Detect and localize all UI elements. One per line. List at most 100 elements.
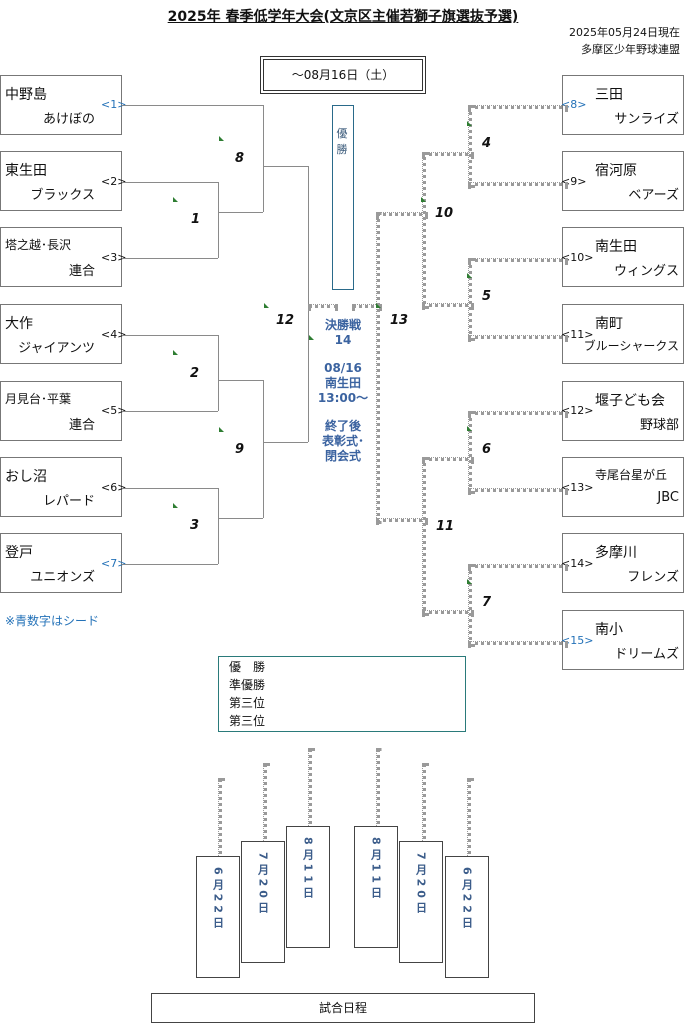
bracket-line	[263, 442, 308, 443]
bracket-line	[376, 212, 428, 216]
bracket-line	[218, 518, 263, 519]
tournament-end-date: ～08月16日（土）	[263, 59, 423, 91]
game-number-2: 2	[190, 366, 200, 381]
team-name: 登戸	[5, 545, 33, 561]
seed-number: <5>	[101, 404, 127, 417]
flag-icon	[219, 427, 224, 432]
result-runner-up: 準優勝	[229, 678, 266, 692]
team-suffix: ジャイアンツ	[18, 341, 95, 356]
as-of-date: 2025年05月24日現在	[569, 26, 680, 39]
seed-number: <4>	[101, 328, 127, 341]
final-venue: 南生田	[324, 376, 361, 390]
flag-icon	[309, 335, 314, 340]
team-box-2: 東生田 ブラックス	[0, 151, 122, 211]
team-box-9: 宿河原 ベアーズ	[562, 151, 684, 211]
game-number-11: 11	[436, 519, 455, 534]
result-winner: 優 勝	[229, 660, 266, 674]
flag-icon	[376, 303, 381, 308]
game-number-12: 12	[276, 313, 295, 328]
team-box-6: おし沼 レパード	[0, 457, 122, 517]
final-info: 決勝戦 14 08/16 南生田 13:00～ 終了後 表彰式･ 閉会式	[300, 318, 386, 464]
game-number-5: 5	[482, 289, 492, 304]
seed-number: <12>	[561, 404, 594, 417]
schedule-connector	[263, 763, 267, 847]
bracket-line	[468, 641, 568, 645]
bracket-line	[218, 488, 219, 564]
seed-note: ※青数字はシード	[5, 614, 100, 628]
schedule-date: 8月11日	[301, 837, 315, 902]
schedule-connector	[467, 778, 471, 862]
team-name: 南町	[595, 316, 623, 332]
team-name: 東生田	[5, 163, 47, 179]
bracket-line	[122, 105, 263, 106]
team-name: 多摩川	[595, 545, 637, 561]
team-suffix: サンライズ	[614, 112, 679, 127]
team-suffix: ベアーズ	[628, 188, 679, 203]
ceremony-line-2: 表彰式･	[321, 434, 364, 448]
schedule-date-round1-right: 6月22日	[445, 856, 489, 978]
game-number-3: 3	[190, 518, 200, 533]
team-box-11: 南町 ブルーシャークス	[562, 304, 684, 364]
bracket-line	[468, 258, 568, 262]
bracket-line	[468, 105, 472, 188]
bracket-line	[468, 564, 472, 647]
flag-icon	[467, 426, 472, 431]
team-suffix: ブラックス	[30, 188, 95, 203]
organizer: 多摩区少年野球連盟	[581, 43, 680, 56]
team-name: 寺尾台星が丘	[595, 468, 668, 482]
bracket-line	[263, 105, 264, 212]
result-third: 第三位	[229, 696, 266, 710]
seed-number: <10>	[561, 251, 594, 264]
game-number-4: 4	[482, 136, 492, 151]
ceremony-line-1: 終了後	[324, 419, 361, 433]
team-box-10: 南生田 ウィングス	[562, 227, 684, 287]
bracket-line	[468, 105, 568, 109]
team-suffix: 連合	[68, 264, 95, 279]
team-name: 南生田	[595, 239, 637, 255]
bracket-line	[122, 258, 218, 259]
team-name: 中野島	[5, 87, 47, 103]
schedule-date: 8月11日	[369, 837, 383, 902]
bracket-line	[218, 212, 263, 213]
bracket-line	[218, 182, 219, 258]
team-name: おし沼	[5, 469, 47, 485]
final-title: 決勝戦	[324, 318, 361, 332]
seed-number: <6>	[101, 481, 127, 494]
team-box-4: 大作 ジャイアンツ	[0, 304, 122, 364]
schedule-connector	[376, 748, 380, 832]
team-name: 南小	[595, 622, 623, 638]
game-number-7: 7	[482, 595, 492, 610]
schedule-date-round3-left: 8月11日	[286, 826, 330, 948]
bracket-line	[468, 411, 568, 415]
schedule-date: 7月20日	[256, 852, 270, 917]
team-box-15: 南小 ドリームズ	[562, 610, 684, 670]
team-name: 月見台･平葉	[5, 392, 72, 406]
bracket-line	[122, 411, 218, 412]
seed-number: <11>	[561, 328, 594, 341]
bracket-line	[468, 335, 568, 339]
team-suffix: 連合	[68, 418, 95, 433]
ceremony-line-3: 閉会式	[324, 449, 361, 463]
flag-icon	[173, 197, 178, 202]
bracket-line	[422, 152, 474, 156]
flag-icon	[467, 273, 472, 278]
flag-icon	[421, 197, 426, 202]
header-info: 2025年05月24日現在 多摩区少年野球連盟	[569, 24, 680, 58]
team-name: 大作	[5, 316, 33, 332]
bracket-line	[422, 303, 474, 307]
seed-number: <7>	[101, 557, 127, 570]
results-box: 優 勝 準優勝 第三位 第三位	[218, 656, 466, 732]
team-suffix: ユニオンズ	[30, 570, 95, 585]
flag-icon	[467, 579, 472, 584]
schedule-date-round2-left: 7月20日	[241, 841, 285, 963]
bracket-line	[263, 166, 308, 167]
team-name: 堰子ども会	[595, 393, 665, 409]
schedule-connector	[308, 748, 312, 832]
schedule-date-round3-right: 8月11日	[354, 826, 398, 948]
seed-number: <14>	[561, 557, 594, 570]
team-suffix: レパード	[42, 494, 95, 509]
team-name: 三田	[595, 87, 623, 103]
flag-icon	[264, 303, 269, 308]
bracket-line	[308, 304, 338, 308]
team-box-12: 堰子ども会 野球部	[562, 381, 684, 441]
